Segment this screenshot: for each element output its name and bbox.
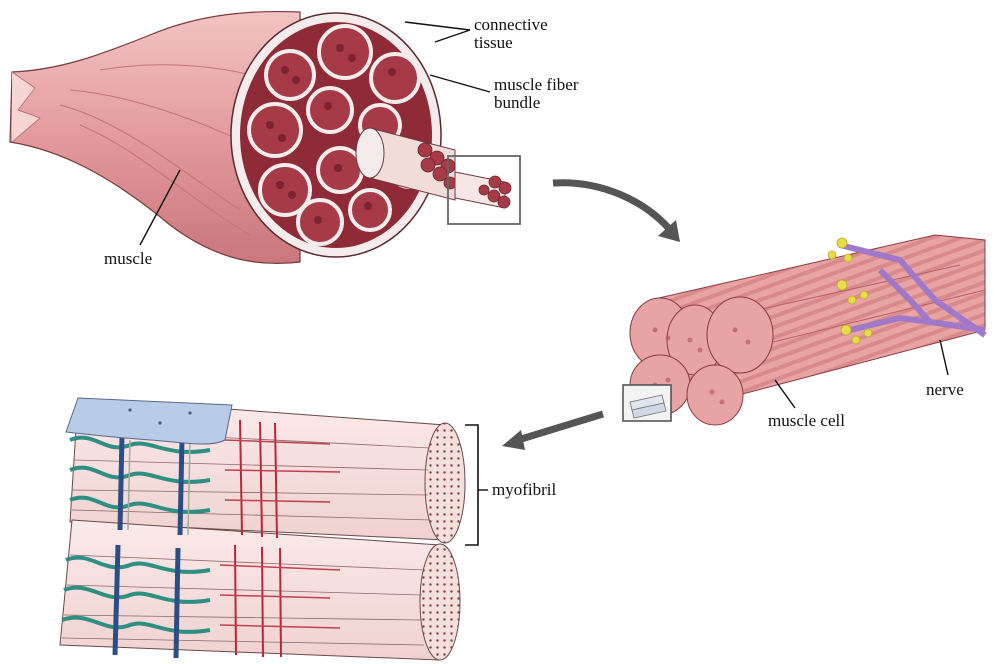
connective-tissue-label-line2: tissue xyxy=(474,34,513,52)
muscle-fiber-bundle-label-line1: muscle fiber xyxy=(494,76,579,94)
muscle-cell-label: muscle cell xyxy=(768,412,845,430)
arrow-to-myofibril xyxy=(518,414,603,440)
muscle-label: muscle xyxy=(104,250,152,268)
muscle-illustration xyxy=(10,12,520,264)
connective-tissue-label-line1: connective xyxy=(474,16,548,34)
nerve-label: nerve xyxy=(926,381,964,399)
myofibril-bracket xyxy=(465,425,478,545)
arrow-to-muscle-cell xyxy=(553,183,672,232)
myofibril-label: myofibril xyxy=(492,481,556,499)
muscle-fiber-bundle-label-line2: bundle xyxy=(494,94,540,112)
myofibril-illustration xyxy=(60,398,488,660)
